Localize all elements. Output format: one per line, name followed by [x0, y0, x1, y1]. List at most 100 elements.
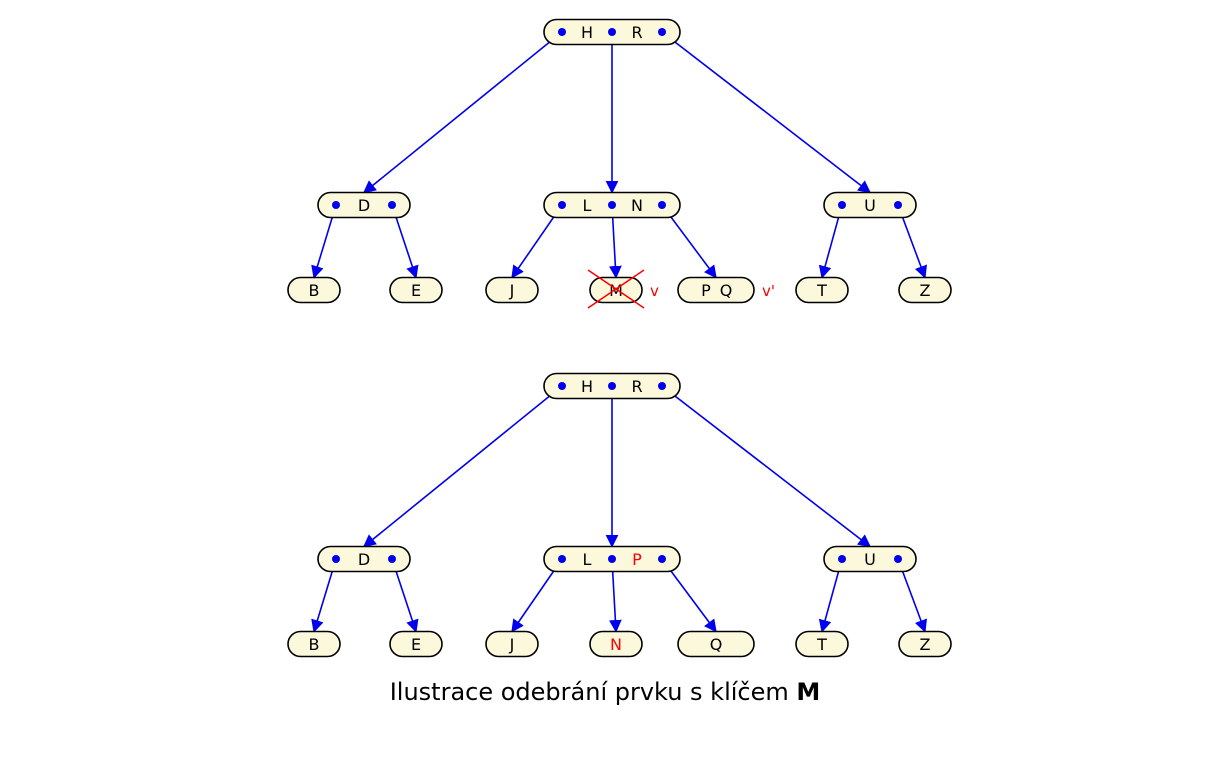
- tree-node-u: U: [823, 191, 917, 219]
- node-box: [823, 191, 917, 219]
- node-key: D: [358, 196, 370, 215]
- node-box: [287, 630, 341, 658]
- node-key: Q: [710, 635, 723, 654]
- pointer-dot: [608, 382, 616, 390]
- node-mark: v': [762, 282, 775, 300]
- node-box: [589, 276, 643, 304]
- node-key: M: [609, 281, 623, 300]
- pointer-dot: [558, 28, 566, 36]
- node-key: J: [509, 635, 515, 654]
- edge-root-u: [661, 31, 872, 194]
- tree-node-t: T: [795, 276, 849, 304]
- tree-node-b: B: [287, 630, 341, 658]
- caption-key: M: [796, 678, 821, 706]
- node-box: [677, 630, 755, 658]
- edges-layer: [311, 31, 927, 633]
- node-box: [317, 545, 411, 573]
- tree-node-j: J: [485, 276, 539, 304]
- pointer-dot: [558, 555, 566, 563]
- node-key: J: [509, 281, 515, 300]
- node-box: [589, 630, 643, 658]
- tree-node-j: J: [485, 630, 539, 658]
- pointer-dot: [388, 555, 396, 563]
- tree-node-e: E: [389, 276, 443, 304]
- node-box: [485, 276, 539, 304]
- tree-node-z: Z: [898, 276, 952, 304]
- node-box: [677, 276, 755, 304]
- pointer-dot: [894, 555, 902, 563]
- node-key: E: [411, 635, 421, 654]
- edge-root-d: [363, 31, 563, 194]
- node-key: D: [358, 550, 370, 569]
- pointer-dot: [558, 382, 566, 390]
- node-key: R: [631, 377, 642, 396]
- pointer-dot: [332, 201, 340, 209]
- pointer-dot: [894, 201, 902, 209]
- node-key: Z: [920, 281, 931, 300]
- pointer-dot: [658, 382, 666, 390]
- tree-node-d: D: [317, 545, 411, 573]
- pointer-dot: [608, 28, 616, 36]
- node-key: Z: [920, 635, 931, 654]
- node-key: U: [864, 196, 876, 215]
- node-box: [389, 630, 443, 658]
- pointer-dot: [608, 555, 616, 563]
- node-box: [795, 276, 849, 304]
- tree-node-d: D: [317, 191, 411, 219]
- node-key: H: [581, 377, 593, 396]
- pointer-dot: [558, 201, 566, 209]
- pointer-dot: [838, 201, 846, 209]
- tree-node-q: Q: [677, 630, 755, 658]
- node-mark: v: [650, 282, 659, 300]
- node-box: [898, 276, 952, 304]
- tree-node-u: U: [823, 545, 917, 573]
- pointer-dot: [332, 555, 340, 563]
- node-box: [823, 545, 917, 573]
- caption: Ilustrace odebrání prvku s klíčem M: [0, 678, 1210, 706]
- node-box: [485, 630, 539, 658]
- pointer-dot: [658, 201, 666, 209]
- node-key: H: [581, 23, 593, 42]
- edge-root2-d2: [363, 385, 563, 548]
- node-key: R: [631, 23, 642, 42]
- node-box: [389, 276, 443, 304]
- pointer-dot: [838, 555, 846, 563]
- node-key: B: [309, 635, 320, 654]
- tree-node-n: N: [589, 630, 643, 658]
- node-key: T: [816, 635, 827, 654]
- caption-text: Ilustrace odebrání prvku s klíčem: [389, 678, 789, 706]
- delete-cross-line: [587, 269, 645, 309]
- tree-node-e: E: [389, 630, 443, 658]
- node-key: T: [816, 281, 827, 300]
- node-key: B: [309, 281, 320, 300]
- pointer-dot: [658, 555, 666, 563]
- tree-node-t: T: [795, 630, 849, 658]
- node-box: [795, 630, 849, 658]
- node-key: U: [864, 550, 876, 569]
- node-key: N: [610, 635, 622, 654]
- tree-node-z: Z: [898, 630, 952, 658]
- node-key: P: [701, 281, 711, 300]
- node-key: E: [411, 281, 421, 300]
- node-box: [898, 630, 952, 658]
- pointer-dot: [608, 201, 616, 209]
- pointer-dot: [658, 28, 666, 36]
- node-key: Q: [720, 281, 733, 300]
- pointer-dot: [388, 201, 396, 209]
- node-key: N: [631, 196, 643, 215]
- node-key: P: [632, 550, 642, 569]
- edge-root2-u2: [661, 385, 872, 548]
- node-key: L: [583, 196, 592, 215]
- tree-node-b: B: [287, 276, 341, 304]
- node-box: [317, 191, 411, 219]
- node-box: [287, 276, 341, 304]
- node-key: L: [583, 550, 592, 569]
